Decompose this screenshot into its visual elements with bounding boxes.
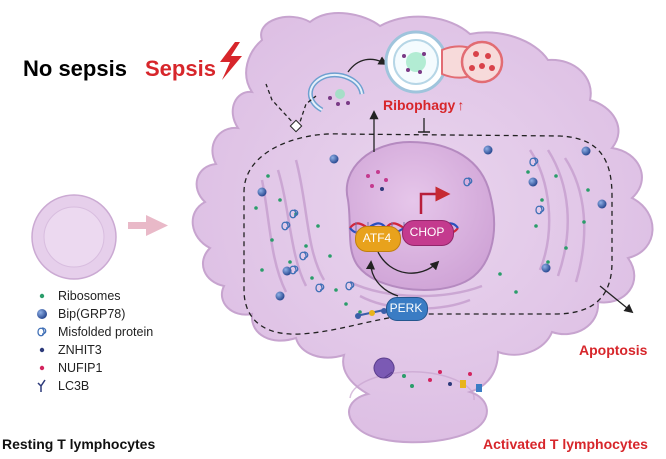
blue-sphere-icon — [37, 309, 47, 319]
misfolded-protein-icon — [37, 327, 47, 337]
legend-icons — [37, 293, 47, 392]
apoptosis-label: Apoptosis — [579, 342, 648, 358]
bip-spheres — [257, 145, 607, 301]
er-boundary — [243, 133, 613, 335]
perk-to-atf4-arrow — [365, 260, 399, 297]
lightning-icon — [220, 42, 242, 80]
misfolded-proteins — [281, 157, 545, 293]
resting-t-cell — [31, 194, 117, 280]
legend-item: LC3B — [58, 378, 89, 394]
phagophore-to-autophagosome-arrow — [347, 56, 388, 73]
legend-label: LC3B — [58, 379, 90, 393]
chop-label: CHOP — [409, 225, 445, 239]
lc3b-icon — [37, 379, 46, 392]
sepsis-label: Sepsis — [145, 56, 216, 81]
resting-t-lymphocytes-label: Resting T lymphocytes — [2, 436, 156, 452]
phagophore — [308, 72, 365, 113]
no-sepsis-label: No sepsis — [23, 56, 127, 81]
legend-label: Bip(GRP78) — [58, 307, 126, 321]
legend-item: Ribosomes — [58, 288, 121, 304]
perk-label: PERK — [389, 301, 423, 315]
perk-anchor — [355, 308, 387, 319]
legend-label: Misfolded protein — [58, 325, 154, 339]
pink-dot-icon — [39, 365, 45, 371]
navy-dot-icon — [39, 347, 45, 353]
ribophagy-label: Ribophagy↑ — [383, 97, 464, 113]
apoptosis-arrow — [599, 285, 634, 314]
legend-item: ZNHIT3 — [58, 342, 102, 358]
legend-label: NUFIP1 — [58, 361, 103, 375]
autolysosome — [384, 30, 504, 94]
atf4-pill — [355, 226, 401, 252]
dashed-signal-path — [297, 95, 317, 129]
ribophagy-text: Ribophagy — [383, 97, 456, 113]
legend-item: NUFIP1 — [58, 360, 102, 376]
inhibition-line — [418, 118, 430, 133]
legend-label: ZNHIT3 — [58, 343, 102, 357]
activated-t-lymphocytes-label: Activated T lymphocytes — [483, 436, 648, 452]
ribosome-dots — [254, 170, 590, 314]
dashed-signal-path-2 — [265, 83, 297, 127]
atf4-label: ATF4 — [362, 231, 392, 245]
atf4-to-chop-arrow — [377, 251, 440, 274]
ribophagy-up-arrow: ↑ — [457, 97, 465, 113]
transition-arrow — [128, 215, 168, 236]
nucleus — [345, 140, 496, 291]
green-dot-icon — [39, 293, 45, 299]
signal-node — [289, 119, 303, 133]
chop-pill — [402, 220, 454, 246]
legend-item: Bip(GRP78) — [58, 306, 125, 322]
legend-item: Misfolded protein — [58, 324, 153, 340]
perk-pill — [386, 297, 428, 321]
transcription-arrow — [419, 186, 451, 214]
bottom-bud-contents — [373, 357, 482, 392]
nuclear-particles — [366, 170, 388, 191]
legend-label: Ribosomes — [58, 289, 121, 303]
